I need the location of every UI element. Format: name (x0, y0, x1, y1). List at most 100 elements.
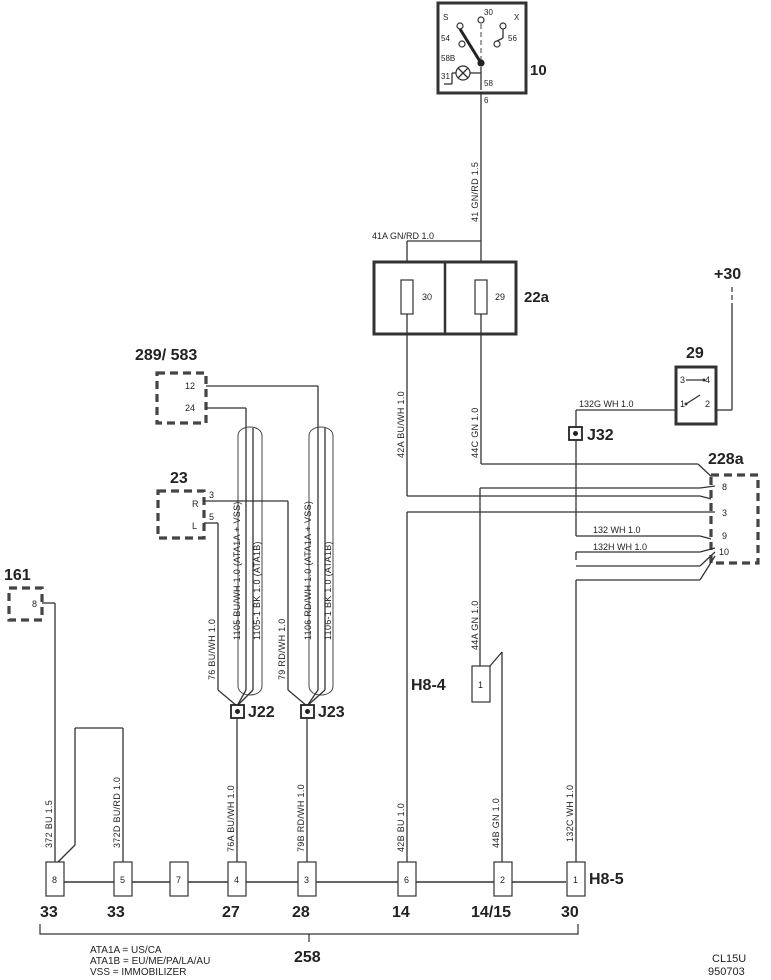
contact-54 (458, 40, 466, 48)
switch-pin-s: S (443, 13, 448, 22)
pin-228a-8: 8 (722, 482, 727, 492)
connector-228a: 228a 8 3 9 10 (708, 451, 760, 565)
legend-line-1: ATA1A = US/CA (90, 945, 162, 956)
switch-pivot (477, 59, 485, 67)
fuse-box-22a: 30 29 22a (372, 260, 550, 336)
component-label-258: 258 (294, 949, 321, 966)
pin-161-8: 8 (32, 599, 37, 609)
wire-label-132c: 132C WH 1.0 (565, 785, 575, 842)
wire-label-42b: 42B BU 1.0 (396, 803, 406, 852)
connector-h8-5: 8 5 7 4 3 6 2 1 H8-5 (45, 861, 624, 897)
pin-29-2: 2 (705, 399, 710, 409)
bottom-label-30: 30 (561, 904, 579, 921)
component-label-228a: 228a (708, 451, 744, 468)
component-label-22a: 22a (524, 289, 550, 306)
switch-pin-6: 6 (484, 96, 489, 105)
switch-pin-58b: 58B (441, 54, 455, 63)
pin-23-5: 5 (209, 512, 214, 522)
legend-line-3: VSS = IMMOBILIZER (90, 967, 186, 978)
contact-x (499, 22, 507, 30)
h8-5-pin-1: 1 (573, 875, 578, 885)
component-label-h8-4: H8-4 (411, 677, 446, 694)
h8-5-pin-5: 5 (120, 875, 125, 885)
wire-label-372: 372 BU 1.5 (44, 800, 54, 848)
contact-30 (477, 16, 485, 24)
pin-228a-3: 3 (722, 508, 727, 518)
contact-56 (493, 40, 501, 48)
wire-label-41: 41 GN/RD 1.5 (470, 162, 480, 222)
component-label-29: 29 (686, 345, 704, 362)
wire-label-372d: 372D BU/RD 1.0 (112, 777, 122, 848)
wire-label-41a: 41A GN/RD 1.0 (372, 231, 434, 241)
pin-23-3: 3 (209, 490, 214, 500)
ignition-switch-10: S 30 X 54 56 58B 31 58 6 10 (436, 1, 547, 105)
shielded-cable-1106: 1106 RD/WH 1.0 (ATA1A + VSS) 1106-1 BK 1… (303, 426, 334, 696)
wire-label-1105-1: 1105-1 BK 1.0 (ATA1B) (252, 541, 262, 640)
pin-29-3: 3 (680, 375, 685, 385)
pin-29-4: 4 (705, 375, 710, 385)
bottom-label-28: 28 (292, 904, 310, 921)
pin-23-l: L (192, 521, 197, 531)
legend-line-2: ATA1B = EU/ME/PA/LA/AU (90, 956, 210, 967)
pin-23-r: R (192, 499, 199, 509)
switch-pin-58: 58 (484, 79, 493, 88)
module-23: 23 R L 3 5 (156, 470, 214, 540)
h8-5-pin-2: 2 (500, 875, 505, 885)
wire-label-44c: 44C GN 1.0 (470, 407, 480, 458)
wire-label-44b: 44B GN 1.0 (491, 798, 501, 848)
pin-29-1: 1 (680, 399, 685, 409)
wire-label-76a: 76A BU/WH 1.0 (226, 785, 236, 852)
doc-code-2: 950703 (708, 966, 745, 978)
component-label-23: 23 (170, 470, 188, 487)
fuse-30 (400, 279, 414, 315)
switch-pin-54: 54 (441, 34, 450, 43)
wire-label-132h: 132H WH 1.0 (593, 542, 647, 552)
splice-label-j23: J23 (318, 704, 345, 721)
component-label-h8-5: H8-5 (589, 871, 624, 888)
fuse-label-30: 30 (422, 292, 432, 302)
switch-pin-30: 30 (484, 8, 493, 17)
bottom-label-27: 27 (222, 904, 240, 921)
h8-5-pin-8: 8 (52, 875, 57, 885)
switch-pin-56: 56 (508, 34, 517, 43)
wire-label-1105: 1105 BU/WH 1.0 (ATA1A + VSS) (232, 501, 242, 640)
wire-label-1106: 1106 RD/WH 1.0 (ATA1A + VSS) (303, 501, 313, 640)
shielded-cable-1105: 1105 BU/WH 1.0 (ATA1A + VSS) 1105-1 BK 1… (232, 426, 263, 696)
switch-pin-31: 31 (441, 72, 450, 81)
fuse-label-29: 29 (495, 292, 505, 302)
wire-label-44a: 44A GN 1.0 (470, 600, 480, 650)
wire-label-76: 76 BU/WH 1.0 (207, 619, 217, 680)
h8-5-pin-4: 4 (234, 875, 239, 885)
bottom-label-14-15: 14/15 (471, 904, 511, 921)
connector-h8-4: H8-4 1 (411, 651, 503, 862)
component-label-161: 161 (4, 567, 31, 584)
wire-label-79: 79 RD/WH 1.0 (277, 618, 287, 680)
supply-label-plus30: +30 (714, 266, 741, 283)
wire-label-79b: 79B RD/WH 1.0 (296, 784, 306, 852)
switch-29: 29 3 4 1 2 (674, 345, 732, 426)
bracket-258 (39, 924, 579, 935)
pin-228a-10: 10 (719, 547, 729, 557)
h8-5-pin-3: 3 (304, 875, 309, 885)
bottom-label-14: 14 (392, 904, 410, 921)
pin-289-12: 12 (185, 381, 195, 391)
wire-label-1106-1: 1106-1 BK 1.0 (ATA1B) (323, 541, 333, 640)
h8-5-pin-6: 6 (404, 875, 409, 885)
bottom-label-33a: 33 (40, 904, 58, 921)
bottom-label-33b: 33 (107, 904, 125, 921)
h8-5-pin-7: 7 (176, 875, 181, 885)
module-289-583: 289/ 583 12 24 (135, 347, 208, 425)
switch-pin-x: X (514, 13, 520, 22)
wire-label-132g: 132G WH 1.0 (579, 399, 634, 409)
contact-s (456, 22, 464, 30)
component-label-289-583: 289/ 583 (135, 347, 197, 364)
wire-label-42a: 42A BU/WH 1.0 (396, 391, 406, 458)
module-161: 161 8 (4, 567, 44, 622)
pin-228a-9: 9 (722, 531, 727, 541)
fuse-29 (474, 279, 488, 315)
wire-label-132: 132 WH 1.0 (593, 525, 641, 535)
pin-h8-4-1: 1 (478, 680, 483, 690)
splice-label-j22: J22 (248, 704, 275, 721)
splice-label-j32: J32 (587, 427, 614, 444)
